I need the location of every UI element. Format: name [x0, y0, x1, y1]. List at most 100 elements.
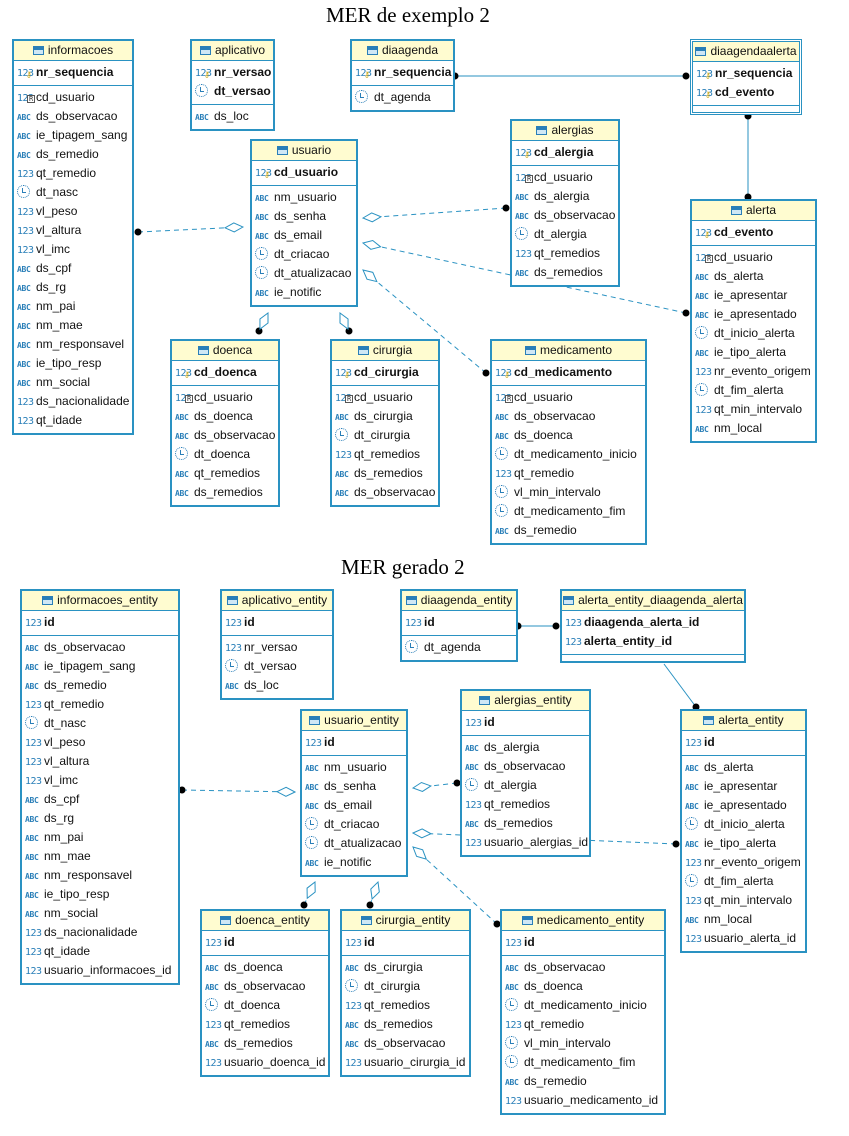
table-header[interactable]: usuario_entity — [302, 711, 406, 731]
column-row[interactable]: dt_alergia — [512, 225, 618, 244]
column-row[interactable]: vl_min_intervalo — [502, 1034, 664, 1053]
table-header[interactable]: doenca — [172, 341, 278, 361]
table-header[interactable]: doenca_entity — [202, 911, 328, 931]
column-row[interactable]: 123⚷nr_sequencia — [352, 63, 453, 82]
relation-line-alergias[interactable] — [362, 207, 507, 219]
column-row[interactable]: dt_versao — [222, 657, 332, 676]
table-header[interactable]: alergias — [512, 121, 618, 141]
table-header[interactable]: diaagenda — [352, 41, 453, 61]
table-header[interactable]: medicamento — [492, 341, 645, 361]
column-row[interactable]: 123⚷cd_usuario — [252, 163, 356, 182]
column-row[interactable]: 123⚷nr_versao — [192, 63, 273, 82]
table-header[interactable]: aplicativo_entity — [222, 591, 332, 611]
column-row[interactable]: vl_min_intervalo — [492, 483, 645, 502]
relation-line-alerta-entity[interactable] — [412, 832, 677, 845]
table-header[interactable]: diaagendaalerta — [693, 42, 799, 62]
column-row[interactable]: dt_agenda — [402, 638, 516, 657]
column-row[interactable]: dt_nasc — [22, 714, 178, 733]
column-row[interactable]: 123⚷cd_evento — [692, 223, 815, 242]
table-header[interactable]: alerta_entity_diaagenda_alerta — [562, 591, 744, 611]
column-row[interactable]: dt_atualizacao — [252, 264, 356, 283]
column-row[interactable]: 123⚷cd_medicamento — [492, 363, 645, 382]
table-header[interactable]: informacoes — [14, 41, 132, 61]
column-row[interactable]: dt_fim_alerta — [682, 872, 805, 891]
table-diaagenda[interactable]: diaagenda 123⚷nr_sequencia dt_agenda — [350, 39, 455, 112]
column-row[interactable]: dt_medicamento_inicio — [492, 445, 645, 464]
column-row[interactable]: dt_doenca — [202, 996, 328, 1015]
column-row[interactable]: dt_agenda — [352, 88, 453, 107]
relation-line-alerta-entity[interactable] — [663, 663, 697, 708]
column-row[interactable]: dt_inicio_alerta — [692, 324, 815, 343]
